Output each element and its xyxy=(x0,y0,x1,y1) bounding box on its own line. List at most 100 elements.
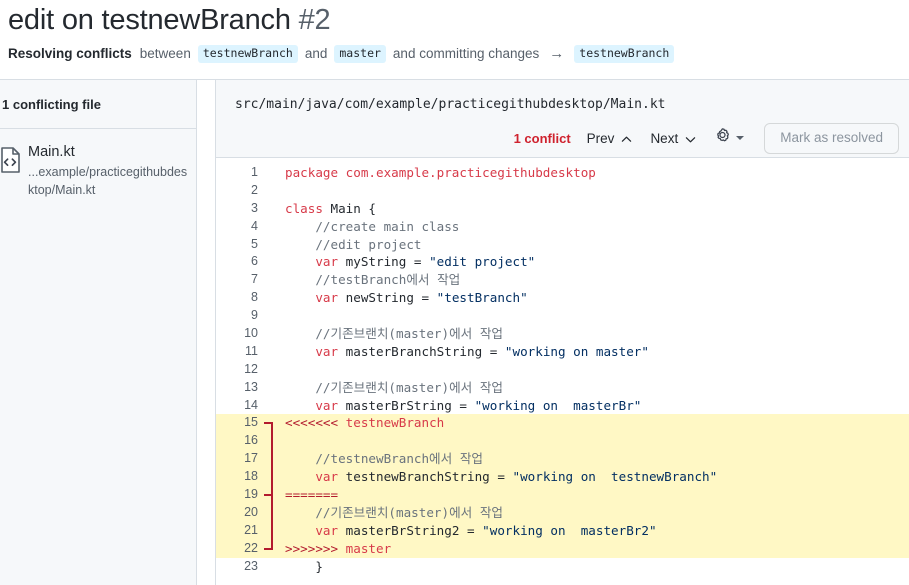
line-number: 8 xyxy=(251,290,258,305)
line-number: 7 xyxy=(251,272,258,287)
conflict-gutter xyxy=(258,361,283,379)
conflict-gutter xyxy=(258,414,283,433)
code-line: 9 xyxy=(216,307,909,325)
code-line: 15<<<<<<< testnewBranch xyxy=(216,414,909,433)
code-line-text: class Main { xyxy=(283,200,909,218)
code-token: var xyxy=(315,469,339,485)
code-line-text: var masterBrString2 = "working on master… xyxy=(283,522,909,540)
code-line-text: var newString = "testBranch" xyxy=(283,289,909,307)
code-line: 7 //testBranch에서 작업 xyxy=(216,271,909,289)
editor-panel: src/main/java/com/example/practicegithub… xyxy=(198,80,909,585)
conflict-count-badge: 1 conflict xyxy=(513,130,571,146)
code-token: var xyxy=(315,290,339,306)
conflict-bracket-line xyxy=(271,503,273,522)
code-line-text: //testBranch에서 작업 xyxy=(283,271,909,289)
gear-icon xyxy=(714,127,731,149)
branch-chip-destination[interactable]: testnewBranch xyxy=(574,45,675,63)
code-token: <<<<<<< xyxy=(285,415,346,431)
editor-toolbar-area: src/main/java/com/example/practicegithub… xyxy=(216,80,909,158)
code-line: 16 xyxy=(216,432,909,451)
code-token: "testBranch" xyxy=(436,290,528,306)
code-token: ======= xyxy=(285,487,339,503)
code-line-text: package com.example.practicegithubdeskto… xyxy=(283,164,909,182)
line-number: 22 xyxy=(244,540,258,555)
chevron-up-icon xyxy=(621,133,632,144)
branch-chip-source[interactable]: testnewBranch xyxy=(197,45,298,63)
next-conflict-button[interactable]: Next xyxy=(650,131,696,146)
code-token: var xyxy=(315,522,339,538)
conflict-gutter xyxy=(258,486,283,504)
conflict-bracket-line xyxy=(271,432,273,451)
pr-title-text: edit on testnewBranch xyxy=(8,4,291,36)
code-token: //edit project xyxy=(285,236,422,252)
conflict-bracket-tick xyxy=(264,547,273,550)
code-token: var xyxy=(315,343,339,359)
code-line-text: var myString = "edit project" xyxy=(283,253,909,271)
code-line: 11 var masterBranchString = "working on … xyxy=(216,343,909,361)
line-number: 12 xyxy=(244,361,258,376)
code-line-text: //기존브랜치(master)에서 작업 xyxy=(283,504,909,522)
code-line: 19 ======= xyxy=(216,486,909,504)
conflict-bracket-tick xyxy=(264,494,272,497)
code-line: 18 var testnewBranchString = "working on… xyxy=(216,468,909,487)
code-line: 13 //기존브랜치(master)에서 작업 xyxy=(216,379,909,397)
code-token: //기존브랜치(master)에서 작업 xyxy=(285,379,504,395)
line-number: 11 xyxy=(245,343,258,358)
branch-chip-target[interactable]: master xyxy=(334,45,386,63)
line-number: 10 xyxy=(244,326,258,341)
code-line: 12 xyxy=(216,361,909,379)
code-line: 21 var masterBrString2 = "working on mas… xyxy=(216,521,909,540)
code-token: //기존브랜치(master)에서 작업 xyxy=(285,326,504,342)
conflict-gutter xyxy=(258,558,283,576)
line-number: 19 xyxy=(244,487,258,502)
conflict-bracket-line xyxy=(271,450,273,469)
line-number: 5 xyxy=(251,236,258,251)
line-number: 6 xyxy=(251,254,258,269)
code-line: 22>>>>>>> master xyxy=(216,539,909,558)
editor-settings-button[interactable] xyxy=(714,127,745,149)
code-token: //create main class xyxy=(285,218,460,234)
code-line: 14 var masterBrString = "working on mast… xyxy=(216,397,909,415)
next-label: Next xyxy=(650,130,679,146)
code-line-text: //edit project xyxy=(283,236,909,254)
code-line: 20 //기존브랜치(master)에서 작업 xyxy=(216,503,909,522)
code-line: 6 var myString = "edit project" xyxy=(216,253,909,271)
sidebar-file-path: ...example/practicegithubdesktop/Main.kt xyxy=(28,165,188,197)
code-token: } xyxy=(285,558,323,574)
page-title: edit on testnewBranch #2 xyxy=(8,2,331,38)
conflict-gutter xyxy=(258,307,283,325)
mark-as-resolved-button[interactable]: Mark as resolved xyxy=(764,122,899,154)
code-token: //testnewBranch에서 작업 xyxy=(285,451,483,467)
conflict-gutter xyxy=(258,218,283,236)
sidebar-item-main-kt[interactable]: Main.kt ...example/practicegithubdesktop… xyxy=(0,129,196,211)
code-line-text: ======= xyxy=(283,486,909,504)
code-line-text xyxy=(283,432,909,450)
prev-conflict-button[interactable]: Prev xyxy=(587,131,633,146)
code-token xyxy=(285,344,315,359)
conflict-gutter xyxy=(258,521,283,540)
conflict-gutter xyxy=(258,325,283,343)
conflict-bracket-line xyxy=(271,486,273,504)
sidebar-file-name: Main.kt xyxy=(28,144,75,160)
line-number: 21 xyxy=(244,522,258,537)
chevron-down-icon-settings xyxy=(736,136,745,140)
code-token: Main { xyxy=(322,200,377,216)
code-line-text: var masterBranchString = "working on mas… xyxy=(283,343,909,361)
breadcrumb: Resolving conflicts between testnewBranc… xyxy=(8,44,677,64)
page-header: edit on testnewBranch #2 Resolving confl… xyxy=(0,0,909,80)
code-line-text: } xyxy=(283,558,909,576)
line-number: 14 xyxy=(244,397,258,412)
line-number: 20 xyxy=(244,504,258,519)
code-token: masterBrString2 = xyxy=(338,522,483,538)
code-line: 23 } xyxy=(216,558,909,576)
editor-toolbar: 1 conflict Prev Next xyxy=(513,122,899,154)
code-token xyxy=(285,254,315,269)
code-token: "edit project" xyxy=(429,254,536,270)
code-token: "working on masterBr2" xyxy=(482,522,657,538)
code-token xyxy=(285,469,315,484)
code-token: var xyxy=(315,254,339,270)
code-line: 2 xyxy=(216,182,909,200)
